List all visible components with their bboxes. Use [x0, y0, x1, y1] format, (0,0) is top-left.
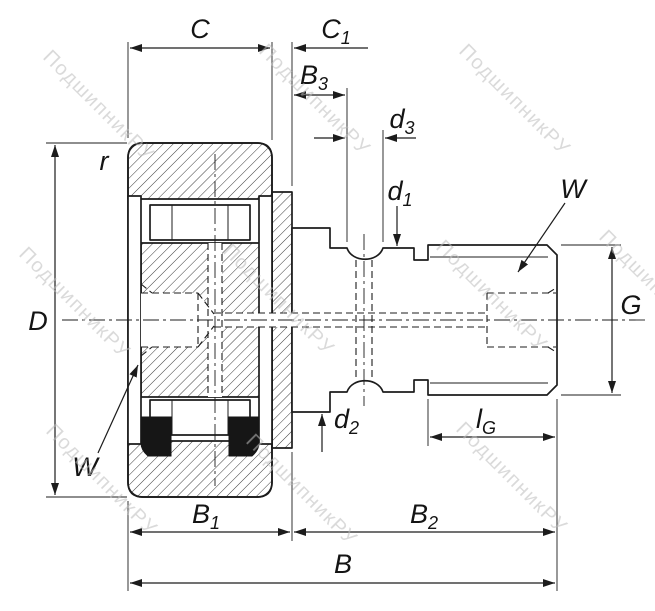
label-b1: B1	[192, 499, 220, 533]
label-c: C	[190, 14, 210, 44]
label-w-top: W	[560, 174, 588, 204]
socket-chamfer-hidden-line	[547, 287, 557, 294]
centerlines	[62, 154, 646, 486]
leader-line-w-bottom	[97, 364, 139, 454]
label-d2: d2	[334, 404, 359, 438]
watermark-text: ПодшипникРУ	[454, 40, 574, 160]
needle-rollers-top	[149, 204, 251, 241]
leader-line-w-top	[517, 202, 566, 273]
watermark-text: ПодшипникРУ	[254, 40, 374, 160]
extension-lines	[46, 42, 621, 591]
label-c1: C1	[321, 14, 351, 48]
watermark-text: ПодшипникРУ	[451, 418, 571, 538]
label-b3: B3	[300, 60, 328, 94]
countersink-hidden-line	[140, 283, 153, 294]
dimension-labels: C C1 B3 d3 d1 W r D G d2 lG W B1 B2 B	[28, 14, 641, 579]
label-d-outer: D	[28, 306, 48, 336]
watermark-text: ПодшипникРУ	[14, 243, 134, 363]
label-lg: lG	[476, 404, 496, 438]
socket-chamfer-hidden-line	[547, 346, 557, 353]
dimension-lines	[51, 44, 616, 587]
label-b: B	[334, 549, 352, 579]
label-g: G	[620, 290, 641, 320]
label-w-bottom: W	[72, 452, 100, 482]
watermark-text: ПодшипникРУ	[594, 226, 655, 346]
hex-socket-cone-hidden-line	[197, 325, 215, 348]
label-d1: d1	[387, 176, 412, 210]
bearing-geometry	[127, 142, 558, 498]
axial-lube-duct	[214, 313, 487, 327]
seal-right	[228, 416, 260, 457]
hex-socket-cone-hidden-line	[197, 292, 215, 315]
label-r: r	[100, 146, 110, 176]
seal-left	[140, 416, 172, 457]
countersink-hidden-line	[140, 346, 153, 357]
outer-ring-top-section	[127, 142, 273, 200]
label-d3: d3	[389, 104, 414, 138]
label-b2: B2	[410, 499, 438, 533]
